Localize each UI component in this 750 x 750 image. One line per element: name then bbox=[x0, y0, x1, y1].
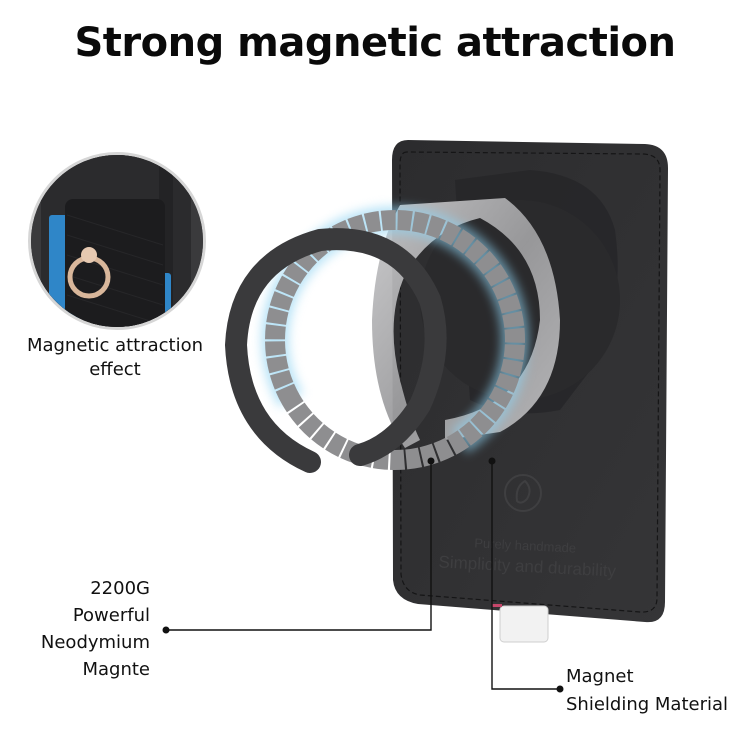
inset-caption: Magnetic attraction effect bbox=[0, 334, 230, 382]
pull-tab bbox=[499, 605, 549, 643]
brand-logo-icon bbox=[504, 474, 542, 512]
shield-callout-label: Magnet Shielding Material bbox=[566, 663, 728, 719]
magnet-callout-line3: Neodymium bbox=[40, 632, 150, 653]
wallet-closeup-illustration bbox=[31, 155, 203, 327]
callout-line-magnet bbox=[166, 462, 432, 631]
magnet-callout-line4: Magnte bbox=[82, 659, 150, 680]
callout-dot bbox=[556, 685, 564, 693]
magnet-callout-line2: Powerful bbox=[72, 605, 150, 626]
inset-caption-line1: Magnetic attraction bbox=[26, 335, 204, 356]
shielding-ring bbox=[224, 228, 447, 473]
shield-callout-line1: Magnet bbox=[566, 666, 634, 687]
emboss-line1: Purely handmade bbox=[474, 535, 577, 555]
callout-dot bbox=[488, 457, 496, 465]
page-title: Strong magnetic attraction bbox=[74, 20, 676, 66]
callout-dot bbox=[162, 626, 170, 634]
callout-dot bbox=[427, 457, 435, 465]
shield-callout-line2: Shielding Material bbox=[566, 694, 729, 715]
stitching bbox=[399, 151, 661, 613]
magnet-callout-line1: 2200G bbox=[90, 578, 150, 599]
callout-line-shield bbox=[491, 462, 560, 690]
inset-caption-line2: effect bbox=[89, 359, 141, 380]
inset-closeup-image bbox=[28, 152, 206, 330]
magnet-callout-label: 2200G Powerful Neodymium Magnte bbox=[41, 575, 150, 683]
